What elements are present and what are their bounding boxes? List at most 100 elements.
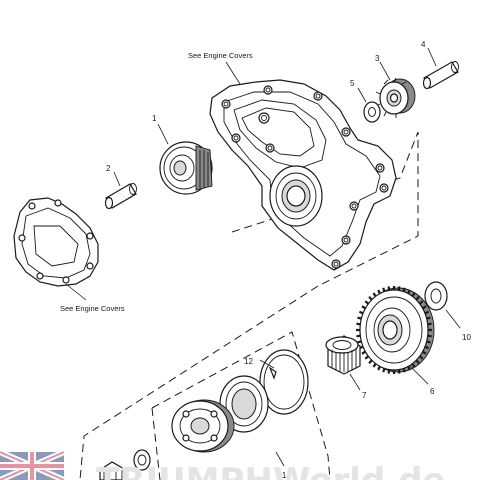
watermark-flag-logo	[0, 449, 66, 480]
caption-see-engine-covers-left: See Engine Covers	[60, 304, 125, 313]
cover-bolt-hole	[86, 232, 94, 240]
cover-bolt-hole	[36, 272, 44, 280]
leader-2	[113, 171, 121, 187]
gear-tooth	[368, 359, 373, 365]
cover-bolt-hole	[54, 199, 62, 207]
cover-bolt-boss	[341, 235, 351, 245]
gear-tooth	[418, 355, 424, 360]
gear-tooth	[368, 295, 373, 301]
gear-tooth	[418, 300, 424, 305]
cover-bolt-boss	[221, 99, 231, 109]
gear-tooth	[356, 322, 361, 326]
leader-5	[357, 87, 367, 103]
crankcase-cover	[209, 79, 397, 271]
callout-10: 10	[462, 333, 471, 342]
gear-tooth	[402, 287, 406, 292]
bolt	[99, 461, 127, 480]
idler-gear-part-1	[159, 141, 213, 195]
gear-tooth	[422, 305, 427, 310]
gear-tooth	[387, 369, 391, 374]
callout-3: 3	[375, 54, 380, 63]
callout-1: 1	[152, 114, 157, 123]
gear-tooth	[361, 305, 366, 310]
gear-tooth	[361, 350, 366, 355]
leader-crankcase-cover	[225, 61, 241, 85]
gear-tooth	[424, 345, 430, 350]
callout-4: 4	[421, 40, 426, 49]
callout-12: 12	[244, 357, 253, 366]
gear-tooth	[356, 334, 361, 338]
gear-tooth	[372, 292, 377, 297]
washer-part-10	[424, 281, 448, 311]
leader-12	[259, 359, 275, 369]
left-engine-cover	[13, 197, 99, 287]
shaft-part-2	[104, 183, 137, 210]
cover-bolt-boss	[375, 163, 385, 173]
leader-left-cover	[65, 283, 87, 301]
leader-3	[379, 61, 391, 81]
leader-1	[157, 123, 169, 145]
gear-tooth	[387, 286, 391, 291]
assembly-boundary-lower	[79, 285, 319, 480]
gear-tooth	[407, 365, 411, 371]
cover-bolt-boss	[231, 133, 241, 143]
gear-tooth	[415, 359, 420, 365]
gear-tooth	[411, 363, 416, 368]
bolt-washer	[133, 449, 151, 471]
sprag-ring-part-12	[259, 349, 309, 415]
callout-6: 6	[430, 387, 435, 396]
gear-tooth	[382, 368, 386, 373]
gear-tooth	[377, 365, 381, 371]
gear-tooth	[397, 369, 401, 374]
gear-tooth	[357, 340, 362, 344]
gear-tooth	[402, 368, 406, 373]
cover-bolt-boss	[379, 183, 389, 193]
cover-bolt-boss	[258, 112, 270, 124]
leader-7	[349, 373, 361, 391]
gear-tooth	[372, 363, 377, 368]
cover-bolt-hole	[18, 234, 26, 242]
gear-tooth	[422, 350, 427, 355]
watermark-text: TRIUMPHWorld.de	[96, 461, 446, 480]
cover-bolt-boss	[263, 85, 273, 95]
cover-bolt-boss	[331, 259, 341, 269]
gear-tooth	[427, 334, 432, 338]
sprag-carrier	[171, 399, 235, 453]
gear-tooth	[382, 287, 386, 292]
callout-7: 7	[362, 391, 367, 400]
leader-10	[445, 309, 461, 329]
gear-tooth	[407, 289, 411, 295]
gear-tooth	[411, 292, 416, 297]
gear-tooth	[358, 310, 364, 315]
cover-bolt-hole	[86, 262, 94, 270]
leader-11	[275, 451, 285, 467]
gear-teeth	[356, 286, 432, 374]
callout-5: 5	[350, 79, 355, 88]
cover-bolt-boss	[341, 127, 351, 137]
callout-11: 11	[278, 471, 287, 480]
gear-tooth	[357, 316, 362, 320]
gear-tooth	[364, 300, 370, 305]
gear-tooth	[415, 295, 420, 301]
pin-part-4	[422, 61, 459, 90]
clutch-group-box	[151, 331, 331, 480]
gear-tooth	[426, 316, 431, 320]
washer-part-5	[363, 101, 381, 123]
small-gear-part-3	[375, 77, 416, 118]
starter-gear-part-6	[356, 286, 435, 374]
gear-tooth	[377, 289, 381, 295]
cover-bolt-boss	[349, 201, 359, 211]
cover-bolt-boss	[313, 91, 323, 101]
gear-tooth	[427, 322, 432, 326]
gear-tooth	[364, 355, 370, 360]
cover-bolt-hole	[28, 202, 36, 210]
needle-bearing-part-7	[325, 335, 361, 375]
leader-6	[409, 365, 429, 385]
leader-4	[427, 47, 437, 67]
callout-2: 2	[106, 164, 111, 173]
gear-tooth	[426, 340, 431, 344]
gear-tooth	[397, 286, 401, 291]
gear-tooth	[424, 310, 430, 315]
